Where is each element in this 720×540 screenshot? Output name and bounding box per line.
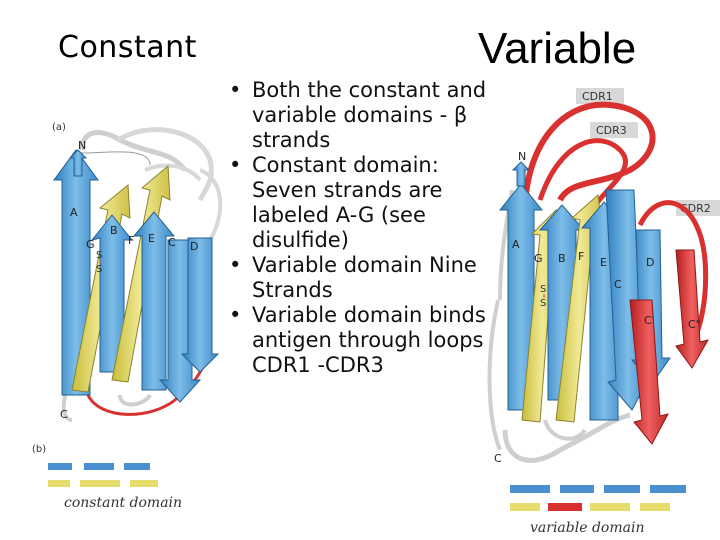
bullet-item: Both the constant and variable domains -…	[226, 78, 496, 153]
strand-label: G	[534, 252, 543, 265]
strand-label: A	[70, 206, 78, 219]
strand-e	[132, 211, 176, 391]
strand-label: B	[110, 224, 118, 237]
cdr1-box	[576, 88, 624, 104]
loop	[116, 127, 214, 202]
c-terminus-label: C	[494, 452, 502, 465]
strand-label: C"	[688, 318, 701, 331]
disulfide-label: S	[540, 284, 546, 295]
cdr3-label: CDR3	[596, 124, 627, 137]
strand-label: F	[128, 234, 134, 247]
disulfide-label: S	[96, 264, 102, 275]
c-terminus-label: C	[60, 408, 68, 421]
loop	[502, 412, 631, 463]
strand-label: D	[190, 240, 198, 253]
panel-b-label: (b)	[32, 444, 46, 455]
constant-domain-caption: constant domain	[64, 495, 182, 511]
cdr1-label: CDR1	[582, 90, 613, 103]
strand-label: B	[558, 252, 566, 265]
n-terminus-label: N	[518, 150, 526, 163]
strand-label: A	[512, 238, 520, 251]
strand-c-prime	[629, 299, 669, 445]
cdr1-loop	[521, 101, 656, 231]
strand-label: D	[646, 256, 654, 269]
variable-domain-diagram: CDR1 CDR3 CDR2 N A	[487, 88, 720, 536]
variable-domain-caption: variable domain	[530, 520, 644, 536]
strand-label: C'	[644, 314, 655, 327]
strand-label: C	[614, 278, 622, 291]
strand-label: F	[578, 250, 584, 263]
bullet-item: Constant domain: Seven strands are label…	[226, 153, 496, 253]
strand-label: G	[86, 238, 95, 251]
variable-title: Variable	[478, 24, 637, 73]
panel-a-label: (a)	[52, 122, 66, 133]
cdr3-box	[590, 122, 638, 138]
strand-label: C	[168, 236, 176, 249]
constant-domain-diagram: (a) N A B G F E C D S S C (b) constant d…	[32, 122, 223, 511]
disulfide-label: S	[96, 250, 102, 261]
variable-strand-bars	[510, 485, 686, 511]
bullet-item: Variable domain Nine Strands	[226, 253, 496, 303]
strand-label: E	[600, 256, 607, 269]
strand-label: E	[148, 232, 155, 245]
bullet-list: Both the constant and variable domains -…	[226, 78, 496, 378]
bullet-item: Variable domain binds antigen through lo…	[226, 303, 496, 378]
strand-d	[180, 237, 220, 373]
disulfide-label: S	[540, 298, 546, 309]
n-terminus-label: N	[78, 139, 86, 152]
strand-c-double-prime	[675, 249, 710, 369]
constant-strand-bars	[48, 463, 158, 487]
constant-title: Constant	[58, 30, 197, 65]
